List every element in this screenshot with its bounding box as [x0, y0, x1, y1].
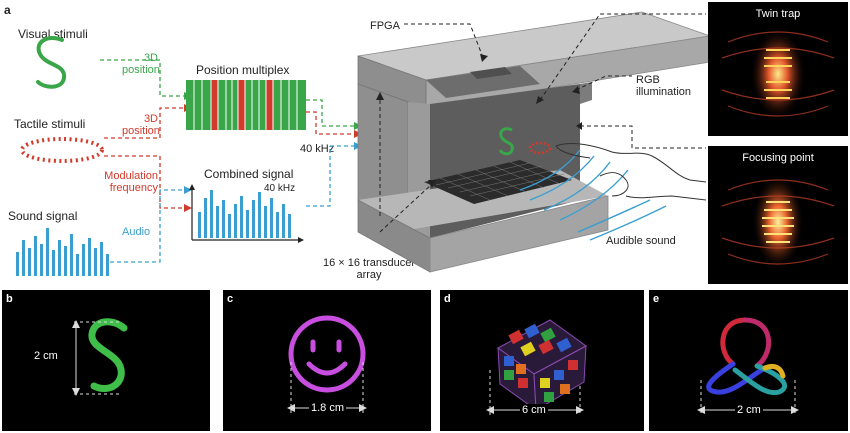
rgb-illumination-text: RGB illumination — [636, 74, 692, 98]
panel-c: c 1.8 cm — [223, 290, 431, 431]
panel-d-drawing — [486, 319, 587, 416]
panel-b: b 2 cm — [2, 290, 210, 431]
panel-c-label: c — [227, 293, 234, 305]
combined-frequency: 40 kHz — [264, 183, 296, 194]
transducer-array-text: 16 × 16 transducer array — [322, 257, 416, 281]
position-multiplex-bar — [186, 80, 306, 130]
visual-position-label: 3D position — [122, 52, 160, 76]
twin-trap-title: Twin trap — [755, 8, 801, 20]
panel-c-drawing — [287, 315, 367, 416]
panel-a-label: a — [4, 3, 11, 17]
panel-e-drawing — [697, 317, 799, 416]
panel-d-scale: 6 cm — [520, 404, 548, 416]
visual-position-text: 3D position — [122, 52, 160, 76]
audible-sound-label: Audible sound — [606, 235, 676, 247]
focusing-point-inset: Focusing point — [708, 146, 848, 284]
panel-b-drawing — [72, 318, 128, 396]
tactile-position-label: 3D position — [122, 113, 160, 137]
panel-b-scale: 2 cm — [34, 350, 58, 362]
visual-stimuli-title: Visual stimuli — [18, 27, 88, 41]
tactile-stimuli-title: Tactile stimuli — [14, 117, 86, 131]
modulation-frequency-label: Modulation frequency — [96, 170, 158, 194]
panel-d: d 6 cm — [440, 290, 644, 431]
multiplex-frequency: 40 kHz — [300, 143, 335, 155]
sound-signal-title: Sound signal — [8, 209, 78, 223]
tactile-dotted-ring — [20, 137, 104, 163]
panel-e-label: e — [653, 293, 660, 305]
transducer-array-label: 16 × 16 transducer array — [314, 257, 424, 281]
sound-signal-bars — [16, 228, 109, 276]
hand-outline — [555, 143, 707, 201]
levitation-device — [357, 11, 711, 273]
panel-b-label: b — [6, 293, 13, 305]
combined-signal-plot — [189, 184, 304, 243]
modulation-frequency-text: Modulation frequency — [104, 170, 158, 194]
panel-d-label: d — [444, 293, 451, 305]
twin-trap-field — [721, 28, 835, 120]
panel-e-scale: 2 cm — [735, 404, 763, 416]
fpga-label: FPGA — [370, 20, 400, 32]
twin-trap-inset: Twin trap — [708, 2, 848, 136]
focusing-point-title: Focusing point — [742, 152, 814, 164]
audio-label: Audio — [122, 226, 151, 238]
panel-e: e 2 cm — [649, 290, 848, 431]
focusing-point-field — [721, 174, 835, 270]
panel-c-scale: 1.8 cm — [309, 402, 347, 414]
combined-signal-title: Combined signal — [204, 167, 294, 181]
tactile-position-text: 3D position — [122, 113, 160, 137]
visual-s-glyph — [36, 35, 67, 89]
position-multiplex-title: Position multiplex — [196, 63, 290, 77]
rgb-illumination-label: RGB illumination — [636, 74, 691, 98]
